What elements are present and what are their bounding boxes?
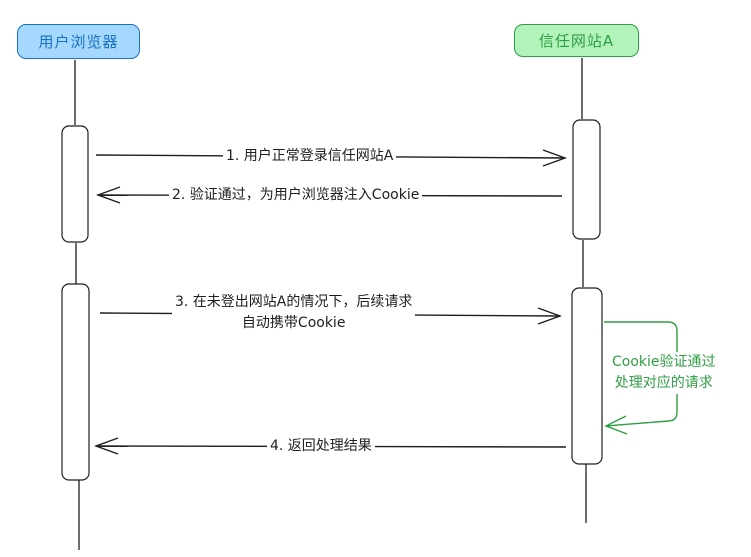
activation-browser-2 xyxy=(61,283,90,481)
message-label-3: 3. 在未登出网站A的情况下，后续请求 自动携带Cookie xyxy=(172,292,416,334)
self-message-label: Cookie验证通过 处理对应的请求 xyxy=(610,352,718,394)
actor-site-label: 信任网站A xyxy=(538,32,615,50)
message-label-3-line1: 3. 在未登出网站A的情况下，后续请求 xyxy=(175,294,413,310)
message-label-1: 1. 用户正常登录信任网站A xyxy=(223,146,397,166)
message-label-2: 2. 验证通过，为用户浏览器注入Cookie xyxy=(169,185,423,205)
message-label-4: 4. 返回处理结果 xyxy=(267,436,375,456)
activation-site-2 xyxy=(571,287,603,465)
activation-site-1 xyxy=(572,119,601,240)
lifeline-browser xyxy=(74,60,80,550)
actor-browser: 用户浏览器 xyxy=(17,24,140,59)
actor-site: 信任网站A xyxy=(514,24,639,57)
lifeline-site xyxy=(581,58,587,523)
activation-browser-1 xyxy=(61,125,89,243)
self-message-label-line2: 处理对应的请求 xyxy=(614,375,713,391)
message-label-3-line2: 自动携带Cookie xyxy=(241,315,346,331)
self-message-label-line1: Cookie验证通过 xyxy=(612,354,716,370)
actor-browser-label: 用户浏览器 xyxy=(38,33,119,51)
